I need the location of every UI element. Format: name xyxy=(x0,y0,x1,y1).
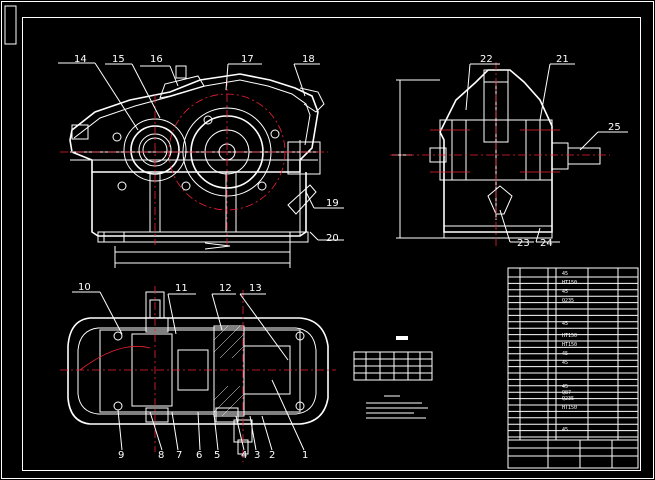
balloon-17: 17 xyxy=(241,54,254,65)
material-cell: 45 xyxy=(562,271,568,277)
balloon-14: 14 xyxy=(74,54,87,65)
balloon-22: 22 xyxy=(480,54,493,65)
balloon-11: 11 xyxy=(175,283,188,294)
material-cell: Q235 xyxy=(562,396,574,402)
balloon-20: 20 xyxy=(326,233,339,244)
material-cell: 45 xyxy=(562,289,568,295)
material-cell: 45 xyxy=(562,321,568,327)
material-cell: 45 xyxy=(562,427,568,433)
front-view: 14 15 16 17 18 19 20 xyxy=(58,54,344,268)
balloon-21: 21 xyxy=(556,54,569,65)
balloon-13: 13 xyxy=(249,283,262,294)
balloon-4: 4 xyxy=(241,450,247,461)
material-cell: 45 xyxy=(562,360,568,366)
parts-list: 45 HT150 45 Q235 45 HT150 HT150 45 45 45… xyxy=(507,267,639,469)
balloon-15: 15 xyxy=(112,54,125,65)
balloon-16: 16 xyxy=(150,54,163,65)
balloon-18: 18 xyxy=(302,54,315,65)
balloon-5: 5 xyxy=(214,450,220,461)
material-cell: Q235 xyxy=(562,298,574,304)
balloon-9: 9 xyxy=(118,450,124,461)
balloon-8: 8 xyxy=(158,450,164,461)
material-cell: HT150 xyxy=(562,342,577,348)
material-cell: HT150 xyxy=(562,280,577,286)
balloon-23: 23 xyxy=(517,238,530,249)
tech-notes xyxy=(366,395,428,419)
parts-list-text: 45 HT150 45 Q235 45 HT150 HT150 45 45 45… xyxy=(562,271,577,433)
material-cell: 45 xyxy=(562,384,568,390)
balloon-10: 10 xyxy=(78,282,91,293)
balloon-3: 3 xyxy=(254,450,260,461)
balloon-2: 2 xyxy=(269,450,275,461)
balloon-1: 1 xyxy=(302,450,308,461)
front-bolts xyxy=(112,115,280,191)
balloon-12: 12 xyxy=(219,283,232,294)
material-cell: HT150 xyxy=(562,333,577,339)
parts-list-rows xyxy=(508,276,638,438)
material-cell: 45 xyxy=(562,351,568,357)
balloon-19: 19 xyxy=(326,198,339,209)
material-cell: Q87 xyxy=(562,390,571,396)
balloon-24: 24 xyxy=(540,238,553,249)
plan-view: 10 11 12 13 9 8 7 6 5 4 3 2 1 xyxy=(60,282,336,462)
balloon-6: 6 xyxy=(196,450,202,461)
material-cell: HT150 xyxy=(562,405,577,411)
side-view: 22 21 25 23 24 xyxy=(390,54,628,249)
balloon-25: 25 xyxy=(608,122,621,133)
plan-hatching xyxy=(213,325,245,417)
balloon-7: 7 xyxy=(176,450,182,461)
tech-spec-table xyxy=(353,336,433,419)
